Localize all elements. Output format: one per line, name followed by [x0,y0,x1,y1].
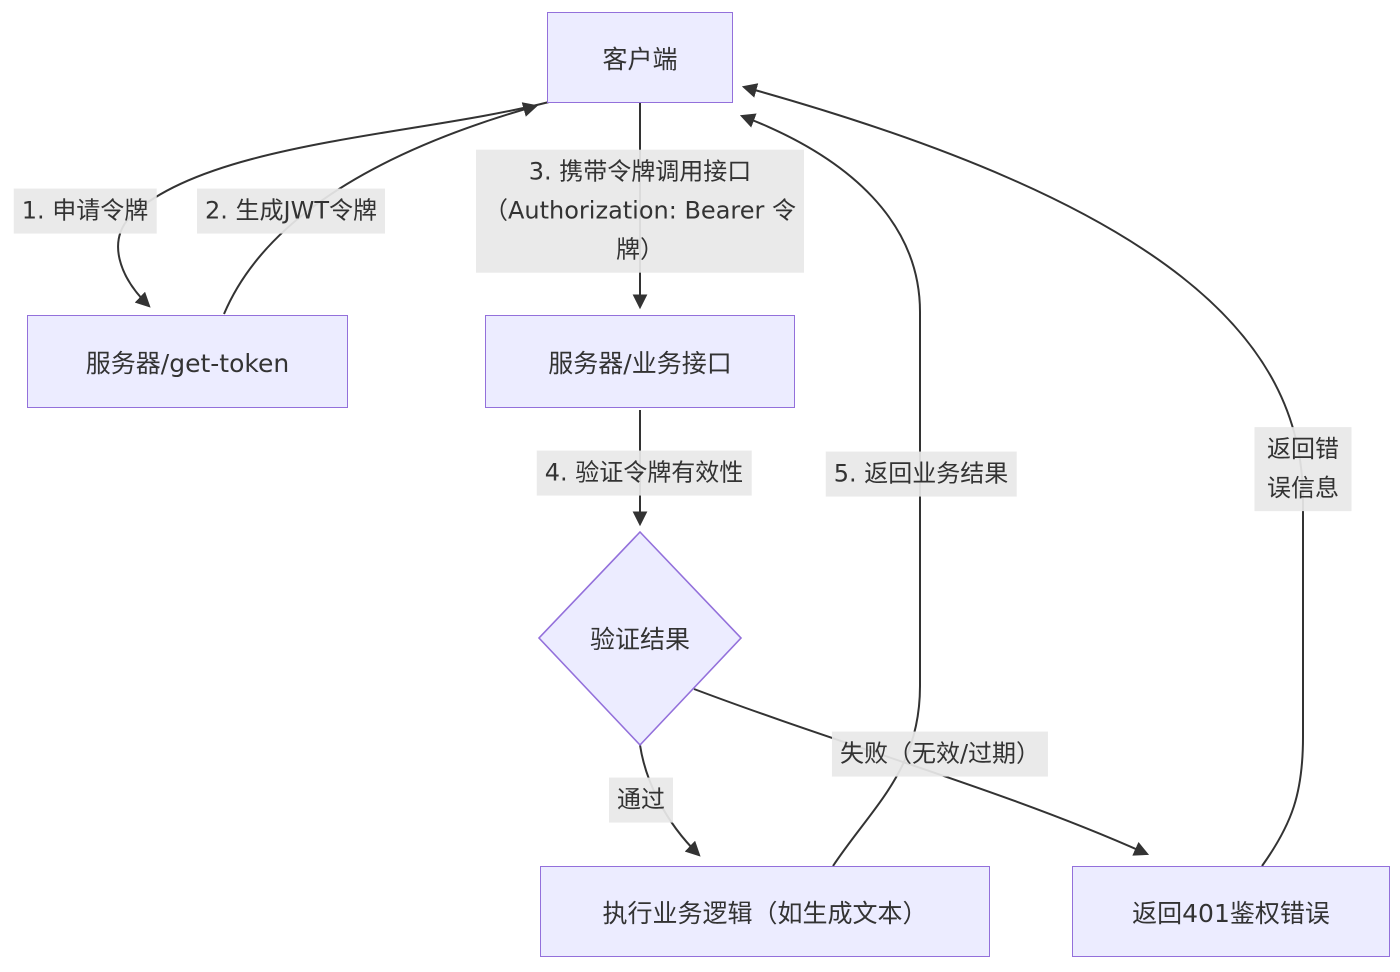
edge-return-error [741,83,1304,867]
node-biz-api: 服务器/业务接口 [485,315,795,408]
edge-label-return-error: 返回错误信息 [1254,427,1352,511]
node-err-401: 返回401鉴权错误 [1072,866,1390,957]
node-get-token: 服务器/get-token [27,315,348,408]
node-decision-label: 验证结果 [589,625,690,654]
edge-label-fail: 失败（无效/过期） [831,731,1049,777]
node-exec-biz: 执行业务逻辑（如生成文本） [540,866,990,957]
edge-label-request-token: 1. 申请令牌 [13,188,157,234]
edge-label-generate-jwt: 2. 生成JWT令牌 [197,188,385,234]
edge-label-pass: 通过 [609,777,673,823]
edge-label-verify-token: 4. 验证令牌有效性 [536,450,752,496]
node-client: 客户端 [547,12,733,103]
edge-request-token [117,101,550,308]
decision-diamond-shape [537,530,743,747]
edge-label-return-result: 5. 返回业务结果 [825,451,1017,497]
edge-label-call-api: 3. 携带令牌调用接口 （Authorization: Bearer 令 牌） [476,149,804,273]
edge-return-result [739,113,921,867]
